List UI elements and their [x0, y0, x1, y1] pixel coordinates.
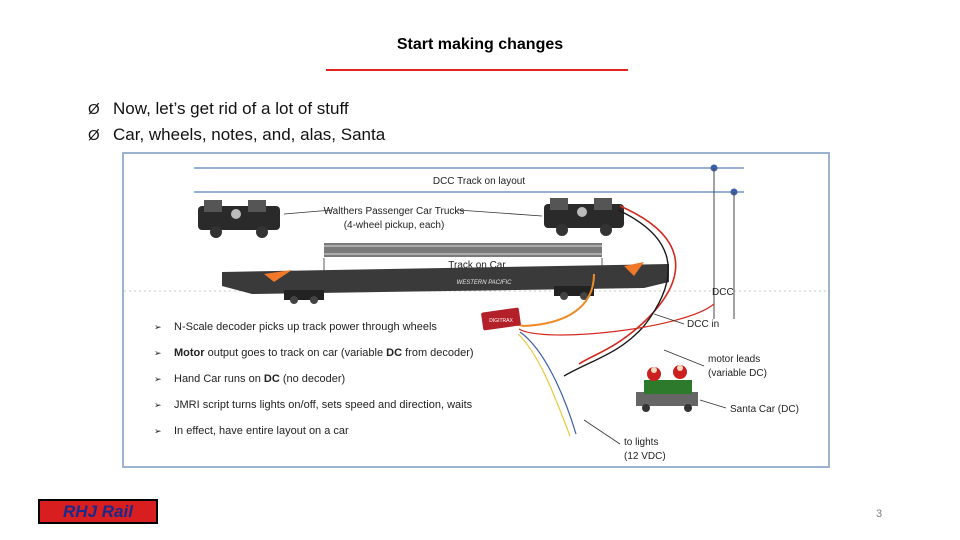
santa-hand-car: [636, 365, 698, 412]
pointer-line: [663, 349, 705, 367]
slide-title: Start making changes: [396, 36, 564, 53]
note-item: Hand Car runs on DC (no decoder): [174, 373, 345, 385]
pointer-line: [653, 313, 685, 325]
page-number: 3: [876, 508, 883, 520]
note-marker-icon: ➢: [154, 400, 162, 410]
note-item: In effect, have entire layout on a car: [174, 425, 349, 437]
truck-right: [544, 198, 624, 236]
flat-car: [222, 262, 669, 304]
dcc-label: DCC: [712, 287, 734, 298]
note-marker-icon: ➢: [154, 374, 162, 384]
orange-wire: [501, 273, 595, 328]
dcc-in-label: DCC in: [687, 319, 719, 330]
wiring-diagram-figure: DCC Track on layout Walthers Passenger C…: [122, 152, 830, 468]
bullet-item: Ø Car, wheels, notes, and, alas, Santa: [88, 122, 385, 148]
track-on-car-label: Track on Car: [448, 260, 506, 271]
note-marker-icon: ➢: [154, 348, 162, 358]
dcc-track-label: DCC Track on layout: [433, 176, 525, 187]
note-item: N-Scale decoder picks up track power thr…: [174, 321, 437, 333]
pointer-line: [699, 399, 727, 409]
note-item: JMRI script turns lights on/off, sets sp…: [174, 399, 473, 411]
to-lights-sublabel: (12 VDC): [624, 451, 666, 462]
trucks-label: Walthers Passenger Car Trucks: [324, 206, 465, 217]
black-wire: [563, 209, 669, 377]
rhj-rail-logo: RHJ Rail: [38, 499, 158, 524]
decoder-text: DIGITRAX: [489, 318, 513, 324]
santa-car-label: Santa Car (DC): [730, 404, 799, 415]
note-marker-icon: ➢: [154, 426, 162, 436]
pointer-line: [457, 209, 543, 217]
trucks-sublabel: (4-wheel pickup, each): [344, 220, 445, 231]
yellow-wire: [517, 333, 571, 437]
wiring-diagram: DCC Track on layout Walthers Passenger C…: [124, 164, 828, 462]
note-item: Motor output goes to track on car (varia…: [174, 347, 474, 359]
bullet-item: Ø Now, let’s get rid of a lot of stuff: [88, 96, 385, 122]
note-marker-icon: ➢: [154, 322, 162, 332]
title-underline: [326, 69, 628, 71]
decoder-board: [481, 307, 521, 331]
motor-leads-sublabel: (variable DC): [708, 368, 767, 379]
blue-wire: [519, 331, 577, 435]
notes-list: ➢ N-Scale decoder picks up track power t…: [154, 321, 474, 437]
red-wire: [518, 303, 715, 336]
bullet-arrow-icon: Ø: [88, 127, 100, 144]
pointer-line: [583, 419, 621, 445]
to-lights-label: to lights: [624, 437, 658, 448]
track-on-car: [324, 243, 602, 257]
car-lettering: WESTERN PACIFIC: [457, 280, 513, 286]
truck-left: [198, 200, 280, 238]
bullet-text: Car, wheels, notes, and, alas, Santa: [113, 125, 386, 144]
pointer-line: [283, 209, 333, 215]
bullet-text: Now, let’s get rid of a lot of stuff: [113, 99, 349, 118]
bullet-arrow-icon: Ø: [88, 101, 100, 118]
red-wire: [578, 205, 677, 365]
motor-leads-label: motor leads: [708, 354, 760, 365]
